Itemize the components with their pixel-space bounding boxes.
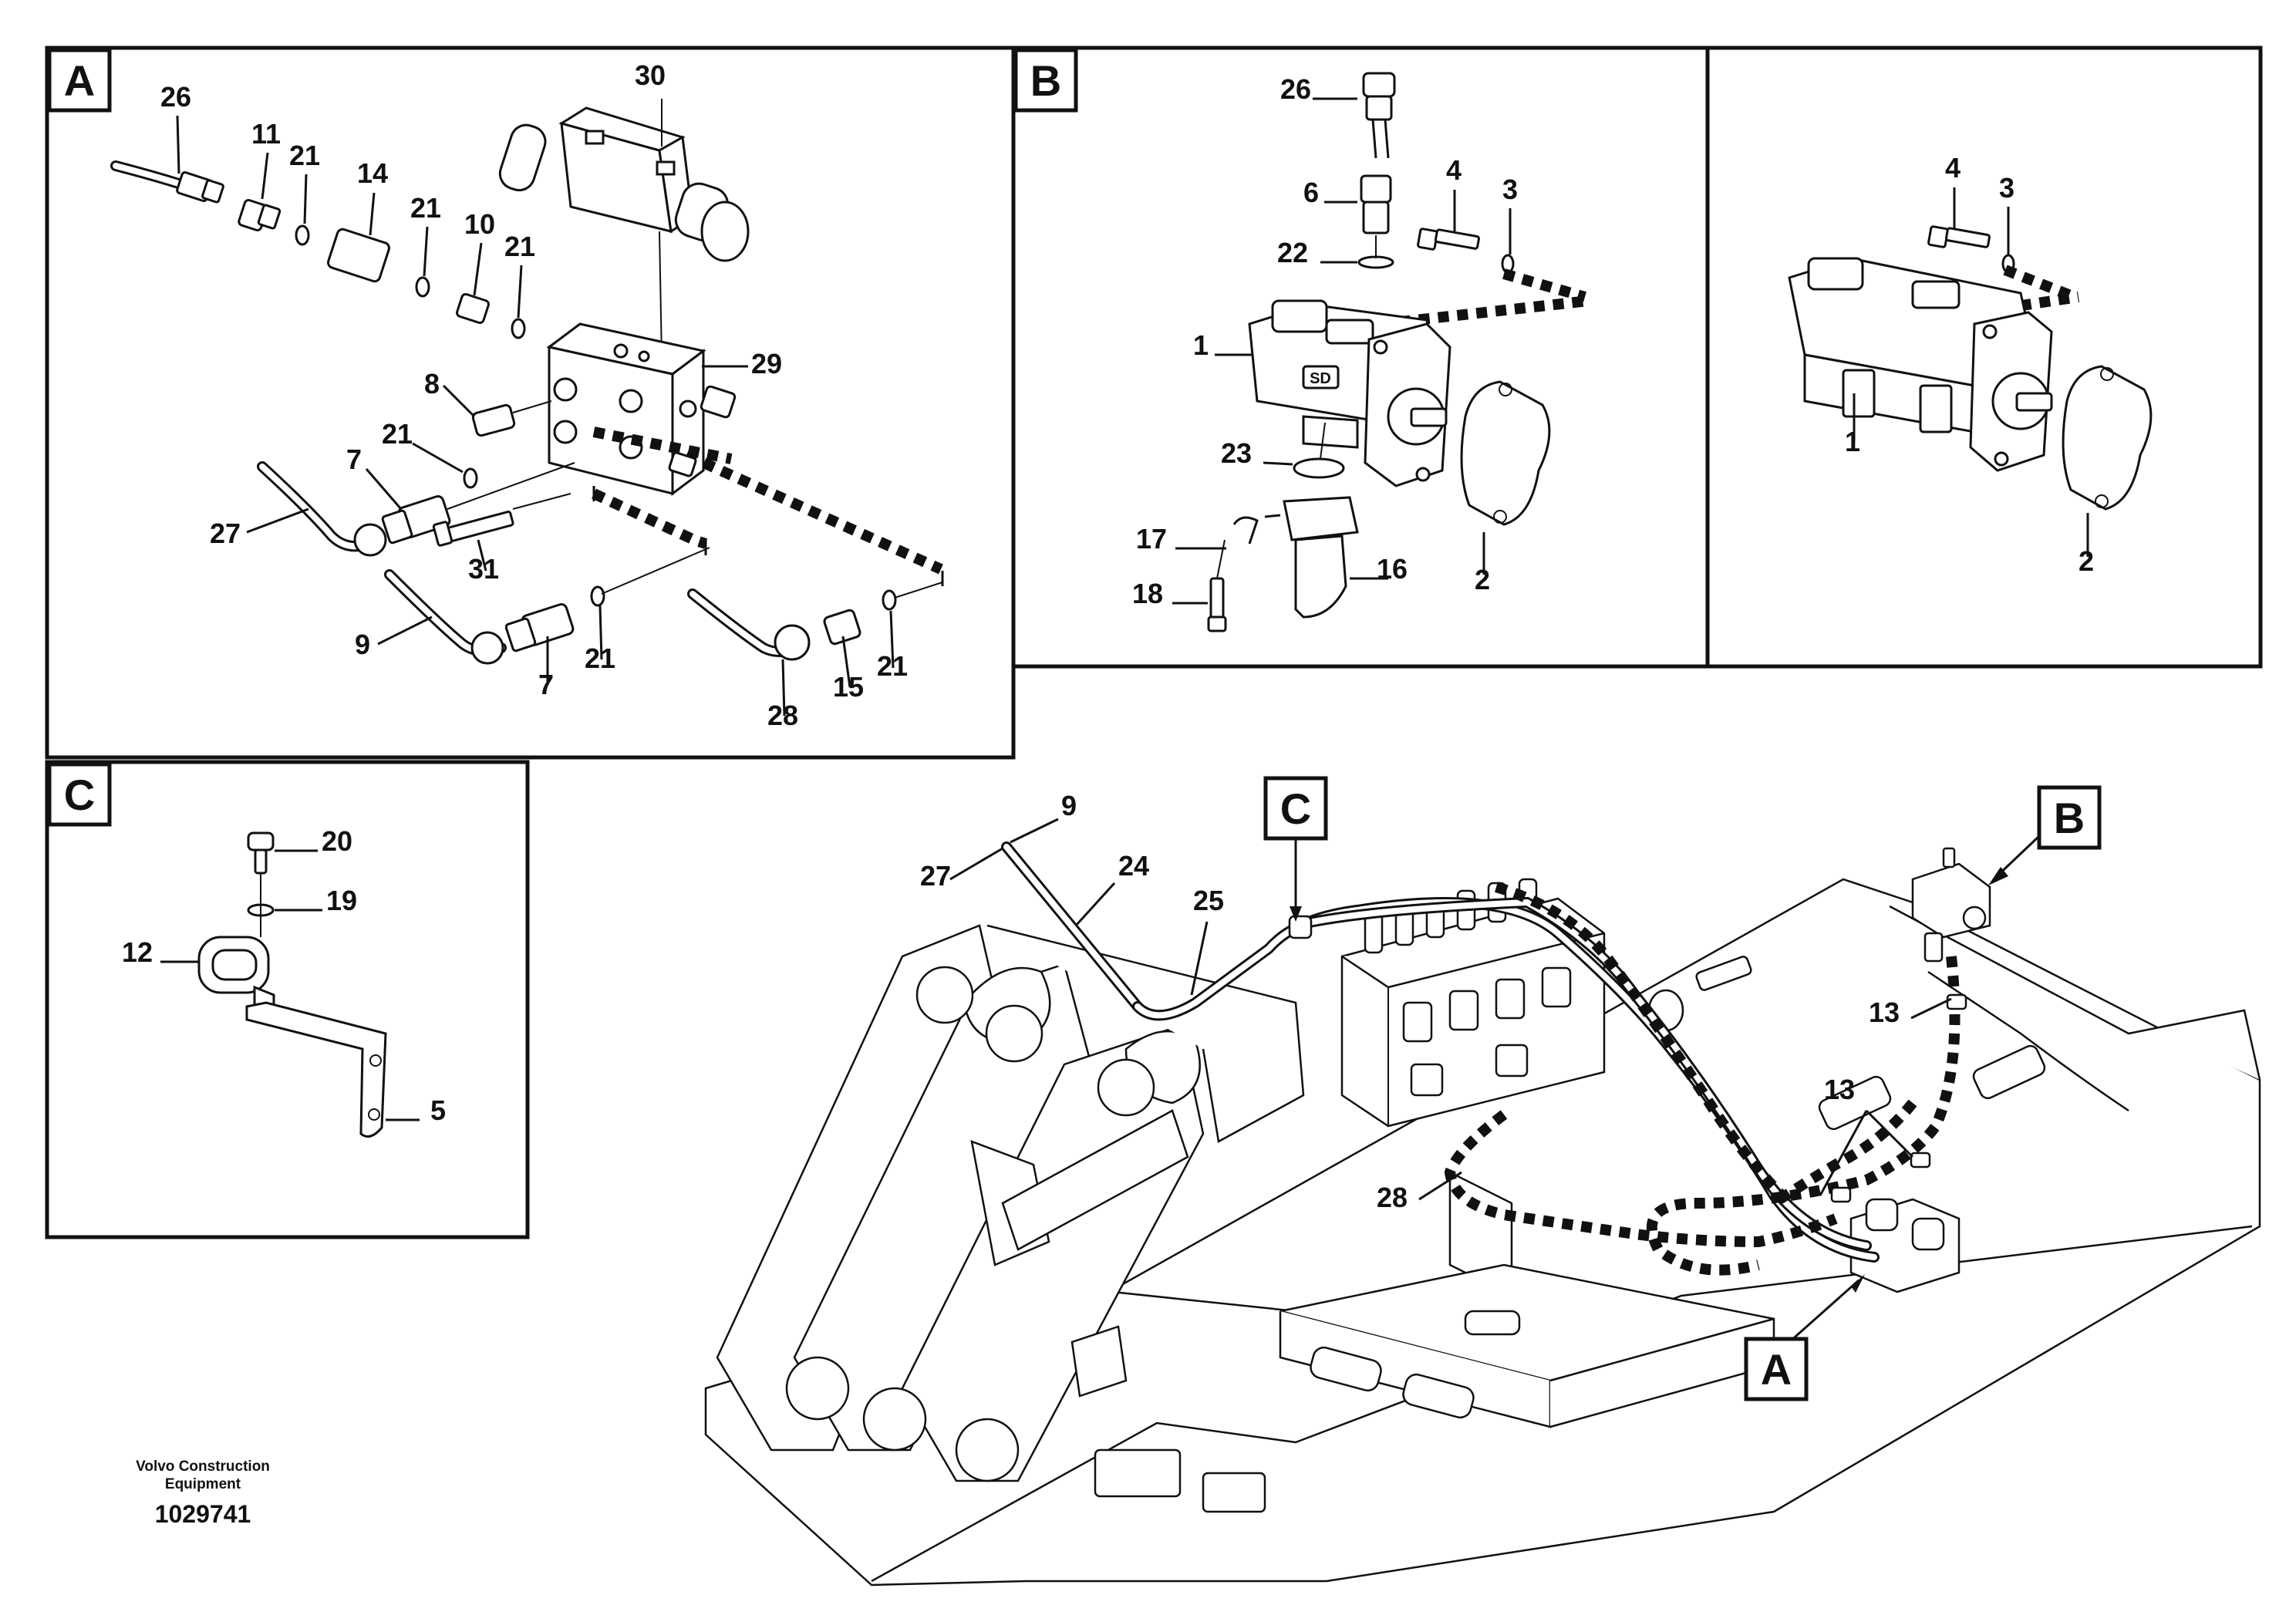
main-letter-a: A — [1761, 1345, 1792, 1394]
main-letter-b-box: B — [2037, 785, 2102, 850]
footer: Volvo Construction Equipment 1029741 — [136, 1458, 270, 1528]
footer-company-line2: Equipment — [165, 1476, 241, 1492]
solenoid-valve — [498, 106, 750, 262]
panel-c-frame — [45, 760, 530, 1239]
callout-b1: 1 — [1193, 329, 1209, 361]
callout-a15: 15 — [833, 671, 864, 703]
panel-c-drawing — [160, 831, 420, 1138]
callout-m24: 24 — [1118, 850, 1149, 882]
callout-c1: 1 — [1845, 426, 1860, 457]
footer-company-line1: Volvo Construction — [136, 1458, 270, 1475]
hydraulic-pump: SD — [1248, 299, 1451, 487]
callout-d20: 20 — [322, 825, 352, 857]
panel-a-letter-box: A — [47, 48, 112, 113]
main-assembly — [704, 818, 2261, 1587]
main-letter-b: B — [2054, 794, 2085, 842]
callout-d5: 5 — [430, 1094, 446, 1126]
svg-text:SD: SD — [1310, 370, 1331, 387]
callout-a7a: 7 — [346, 443, 362, 475]
panel-b-letter-box: B — [1013, 48, 1078, 113]
callout-b26: 26 — [1280, 73, 1311, 105]
callout-c4: 4 — [1945, 152, 1961, 184]
callout-a28: 28 — [767, 700, 798, 731]
panel-c-letter: C — [64, 771, 95, 819]
callout-a27: 27 — [210, 518, 241, 549]
callout-a26: 26 — [160, 81, 191, 113]
callout-b2: 2 — [1475, 564, 1490, 595]
callout-a31: 31 — [468, 553, 499, 585]
document-id: 1029741 — [155, 1500, 251, 1528]
callout-d19: 19 — [326, 885, 357, 916]
callout-a14: 14 — [357, 157, 388, 189]
callout-a21a: 21 — [289, 140, 320, 171]
callout-m28: 28 — [1377, 1182, 1408, 1213]
panel-b-letter: B — [1030, 56, 1061, 105]
callout-a9: 9 — [355, 629, 370, 660]
callout-c3: 3 — [1999, 172, 2014, 204]
callout-b4: 4 — [1446, 154, 1462, 186]
callout-a8: 8 — [424, 368, 440, 400]
callout-b3: 3 — [1502, 174, 1518, 205]
boom-bracket — [716, 924, 1305, 1482]
callout-b17: 17 — [1136, 523, 1167, 555]
panel-b2-drawing — [1788, 187, 2153, 557]
callout-m27: 27 — [920, 860, 951, 892]
callout-m13b: 13 — [1824, 1074, 1855, 1105]
callout-a21e: 21 — [585, 642, 615, 674]
callout-a21d: 21 — [382, 418, 413, 450]
callout-b22: 22 — [1277, 237, 1308, 268]
callout-a30: 30 — [635, 59, 666, 91]
callout-a10: 10 — [464, 208, 495, 240]
callout-a21c: 21 — [504, 231, 535, 262]
callout-a29: 29 — [751, 348, 782, 379]
callout-c2: 2 — [2079, 545, 2094, 577]
callout-b23: 23 — [1221, 437, 1252, 469]
callout-a21b: 21 — [410, 192, 441, 224]
panel-b-frame — [1011, 46, 2263, 669]
panel-a-drawing — [110, 99, 944, 717]
panel-a-letter: A — [64, 56, 95, 105]
callout-m13a: 13 — [1869, 996, 1900, 1028]
callout-a11: 11 — [251, 118, 281, 150]
panel-c-letter-box: C — [47, 762, 112, 827]
solenoid-block-main — [1849, 1198, 1961, 1293]
callout-d12: 12 — [122, 936, 153, 968]
panel-b-drawing: SD — [1172, 72, 1590, 632]
main-letter-c: C — [1280, 784, 1311, 833]
callout-b18: 18 — [1132, 578, 1163, 609]
pump-main — [1911, 847, 1991, 963]
callout-b16: 16 — [1377, 553, 1408, 585]
callout-m25: 25 — [1193, 885, 1224, 916]
callout-m9: 9 — [1061, 790, 1077, 821]
callout-a21f: 21 — [877, 650, 908, 682]
callout-a7b: 7 — [538, 669, 554, 700]
tandem-pump — [1788, 257, 2053, 472]
main-letter-c-box: C — [1263, 776, 1328, 841]
callout-b6: 6 — [1303, 177, 1319, 208]
main-letter-a-box: A — [1744, 1337, 1809, 1401]
